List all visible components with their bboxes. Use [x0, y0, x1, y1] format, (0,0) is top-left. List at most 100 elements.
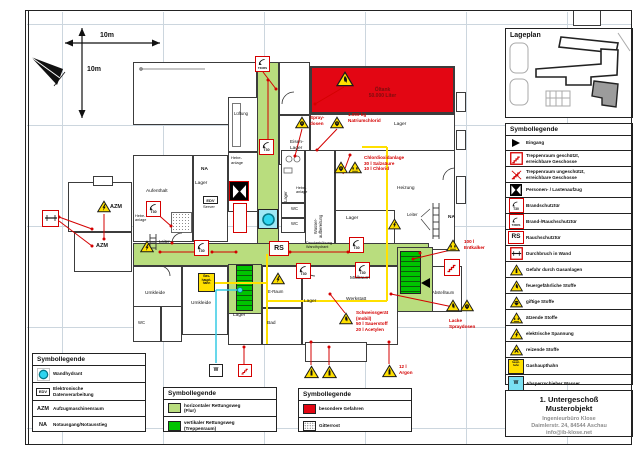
- warning-electric-icon: [388, 218, 401, 230]
- room-label-lueftung: Lüftung: [234, 111, 248, 116]
- room-label-werkstatt: Werkstatt: [346, 297, 367, 302]
- legend-title: Symbollegende: [299, 389, 411, 401]
- wall-niche-3: [456, 176, 466, 204]
- room-wc-2: [281, 218, 305, 233]
- room-label-muellraum: Müllraum: [350, 276, 370, 281]
- drawing-frame-inner-line: [28, 10, 29, 445]
- north-arrow: [30, 56, 66, 87]
- wall-niche-1: [456, 92, 466, 112]
- door-t30-icon: T30: [296, 263, 311, 279]
- exit-label-na: NA: [201, 167, 208, 172]
- warning-toxic-icon: [506, 296, 526, 308]
- grid-line: [466, 12, 467, 444]
- legend-row: NA Notausgang/Notausstieg: [33, 417, 145, 433]
- warning-gas-bottle-icon: [322, 365, 337, 379]
- legend-row: Durchbruch in Wand: [506, 246, 632, 262]
- room-umkleide-2: [182, 266, 228, 335]
- company-address: Daimlerstr. 24, 84544 Aschau: [531, 422, 607, 429]
- hazard-label-lacke: Lacke Spraydosen: [449, 318, 476, 329]
- warning-irritant-icon: [506, 344, 526, 356]
- room-label-eisen-lager: Eisen- Lager: [290, 140, 304, 151]
- highlighted-building: [591, 80, 619, 108]
- room-label-wc: WC: [291, 221, 298, 226]
- floor-title: 1. Untergeschoß: [539, 395, 599, 404]
- legend-title: Symbollegende: [33, 354, 145, 366]
- azm-abbrev: AZM: [37, 405, 49, 412]
- warning-fire-icon: [336, 71, 354, 87]
- fire-smoke-door-t30rs-icon: T30RS: [506, 214, 526, 229]
- legend-row: vertikaler Rettungsweg (Treppenraum): [164, 417, 276, 434]
- hazard-label-schweissgeraet: Schweissgerät (mobil) 50 l Sauerstoff 20…: [356, 310, 389, 332]
- warning-gas-bottle-icon: [304, 365, 319, 379]
- room-umkleide-1: [133, 266, 182, 308]
- room-label-lager: Lager: [394, 122, 407, 127]
- door-t30-icon: T30: [259, 139, 274, 155]
- warning-corrosive-icon: [506, 312, 526, 324]
- room-label-umkleide: Umkleide: [145, 291, 165, 296]
- horizontal-escape-swatch: [164, 403, 184, 413]
- elevator-icon: [229, 181, 249, 201]
- door-t30-icon: T30: [349, 237, 364, 253]
- legend-row: Personen- / Lastenaufzug: [506, 183, 632, 198]
- legend-row: Gitterrost: [299, 418, 411, 434]
- room-label-wc: WC: [291, 206, 298, 211]
- door-arc-glyph: [352, 240, 359, 246]
- smoke-door-rs-icon: RS: [506, 231, 526, 244]
- staircase-icon-bottom: [238, 364, 252, 377]
- room-label-hebeanlage: Hebe- anlage: [231, 155, 244, 165]
- elevator-shaft: [233, 203, 247, 233]
- edv-box: EDV: [203, 196, 218, 204]
- legend-row: T30RS Brand-/Rauchschutztür: [506, 214, 632, 230]
- label-druckerhoehung: Druckerhöhung Wandhydrant: [306, 241, 332, 250]
- room-label-wasseraufbereitung: Wasser- aufbereitung: [313, 214, 323, 238]
- legend-row: AZM Aufzugmaschinenraum: [33, 401, 145, 417]
- warning-electric-icon: [97, 200, 111, 213]
- legend-title: Symbollegende: [164, 388, 276, 400]
- warning-corrosive-icon: [348, 161, 362, 174]
- legend-row: Eingang: [506, 136, 632, 151]
- room-label-aufenthalt: Aufenthalt: [146, 189, 168, 194]
- legend-row: elektrische Spannung: [506, 326, 632, 342]
- legend-row: reizende Stoffe: [506, 342, 632, 358]
- room-label-wc: WC: [138, 320, 145, 325]
- warning-toxic-icon: [330, 116, 344, 129]
- room-label-umkleide: Umkleide: [191, 301, 211, 306]
- legend-row: Wandhydrant: [33, 366, 145, 383]
- room-label-heizung: Heizung: [397, 186, 415, 191]
- room-label-hebeanlage: Hebe- anlage: [296, 186, 308, 195]
- legend-title: Symbollegende: [506, 124, 632, 136]
- smoke-door-rs-icon: RS: [269, 241, 289, 256]
- gitterrost-area: [171, 212, 192, 233]
- top-right-box: [573, 10, 601, 26]
- hazard-label-natrium: 1.000 kg Natriumchlorid: [348, 112, 381, 123]
- warning-flammable-icon: [506, 280, 526, 292]
- room-wasseraufbereitung: [305, 150, 335, 246]
- room-bath: [281, 150, 305, 203]
- legend-row: Treppenraum ungeschützt, erreichbare Ges…: [506, 167, 632, 183]
- stair-glyph: [240, 368, 249, 375]
- hydrant-glyph: [261, 212, 275, 226]
- room-azm-2: [74, 232, 132, 272]
- elevator-glyph: [230, 182, 248, 200]
- warning-gas-icon: [506, 264, 526, 276]
- door-arc-glyph: [258, 59, 265, 66]
- title-block: 1. Untergeschoß Musterobjekt Ingenieurbü…: [505, 390, 633, 437]
- legend-row: giftige Stoffe: [506, 294, 632, 310]
- room-label-hebeanlage: Hebe- anlage: [135, 214, 147, 223]
- legend-row: EDV Elektronische Datenverarbeitung: [33, 383, 145, 401]
- room-label-lager: Lager: [346, 216, 359, 221]
- hazard-label-entkalker: 100 l Entkalker: [464, 239, 485, 250]
- wall-breakthrough-icon: [42, 210, 59, 227]
- server-label: Server: [203, 204, 215, 209]
- object-title: Musterobjekt: [545, 404, 593, 414]
- room-wc-3: [133, 306, 161, 342]
- legend-row: horizontaler Rettungsweg (Flur): [164, 400, 276, 417]
- room-label-lager: Lager: [195, 181, 208, 186]
- legend-row: ätzende Stoffe: [506, 310, 632, 326]
- vertical-escape-swatch: [164, 420, 184, 431]
- room-label-bad: Bad: [267, 321, 276, 326]
- hazard-label-argon: 12 l Argon: [399, 364, 413, 375]
- legend-row: besondere Gefahren: [299, 401, 411, 418]
- warning-electric-icon: [140, 240, 154, 253]
- warning-corrosive-icon: [446, 239, 460, 252]
